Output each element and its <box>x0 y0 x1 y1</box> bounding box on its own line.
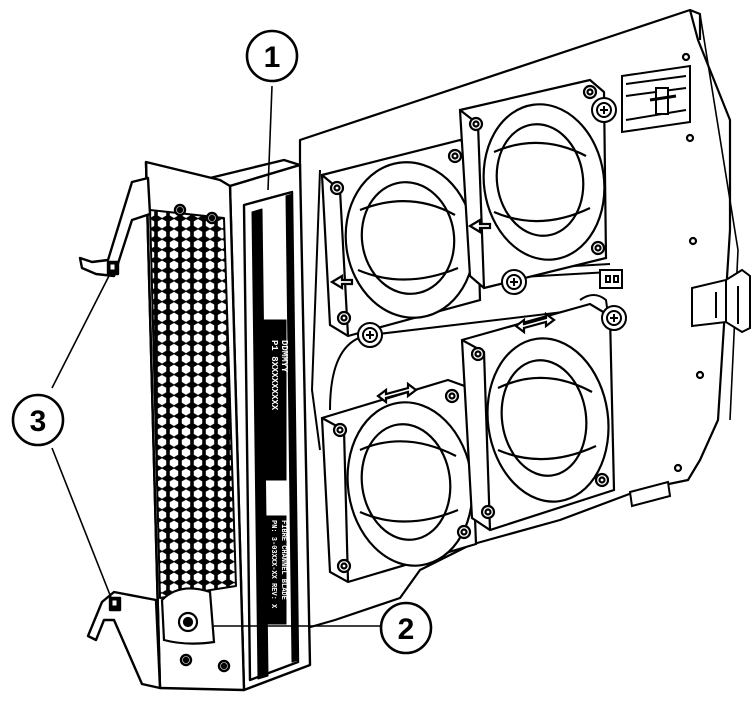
board-connector-top <box>621 64 691 134</box>
callout-2-label: 2 <box>398 613 415 646</box>
front-faceplate <box>144 160 246 692</box>
module-label-upper: P1 8XXXXXXXXX DDMMYY <box>263 319 289 481</box>
thumbscrew-left <box>357 322 383 348</box>
callout-1-label: 1 <box>264 41 281 74</box>
callout-2: 2 <box>379 601 433 655</box>
board-connector-side <box>691 268 751 334</box>
thumbscrew-top <box>591 97 617 123</box>
indicator-led <box>160 587 216 645</box>
leader-lines <box>51 85 380 627</box>
board-bracket-bottom <box>628 480 672 508</box>
fan-top-right <box>458 78 608 290</box>
callout-3: 3 <box>11 393 65 447</box>
fan-top-left <box>320 138 482 338</box>
lower-label-line2: FIBRE CHANNEL BLADE <box>279 520 287 600</box>
callout-1: 1 <box>245 29 299 83</box>
thumbscrew-middle <box>501 269 527 295</box>
fan-bottom-left <box>320 378 478 584</box>
fan-wire-connector <box>599 269 623 289</box>
thumbscrew-right <box>601 305 627 331</box>
ejector-lever-bottom <box>86 590 162 690</box>
ejector-lever-top <box>78 176 152 278</box>
callout-3-label: 3 <box>30 405 47 438</box>
module-label-lower: PN: 3-03XXX-XX REV: X FIBRE CHANNEL BLAD… <box>263 515 287 625</box>
upper-label-line1: P1 8XXXXXXXXX <box>269 340 279 411</box>
lower-label-line1: PN: 3-03XXX-XX REV: X <box>269 520 277 609</box>
fan-bottom-right <box>460 302 616 532</box>
upper-label-line2: DDMMYY <box>279 340 289 373</box>
